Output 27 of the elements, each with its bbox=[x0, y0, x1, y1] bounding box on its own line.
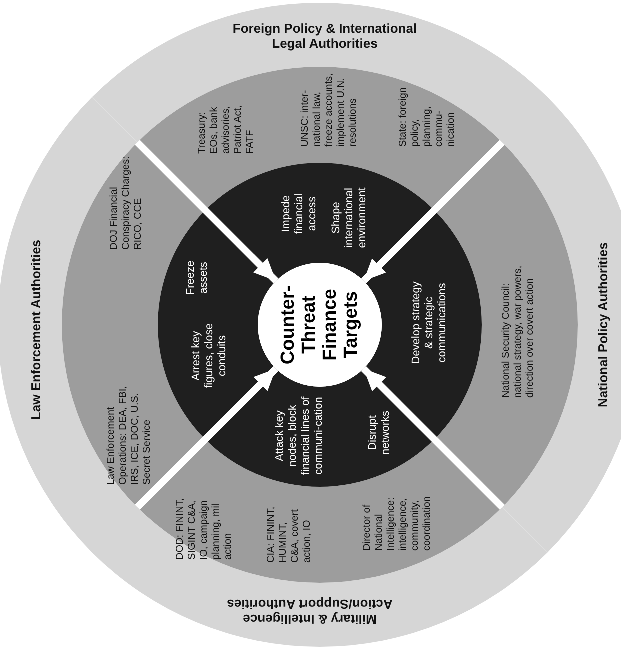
authority-text: Law Enforcement Operations: DEA, FBI, IRS, ICE, DOC, U.S. Secret Service bbox=[106, 385, 154, 485]
inner-ring-sector bbox=[158, 210, 276, 440]
action-text: Impede financial access bbox=[280, 192, 320, 236]
action-text: Attack key nodes, block financial lines of communi-cation bbox=[274, 396, 326, 477]
arrow bbox=[361, 366, 505, 510]
action-text: Develop strategy & strategic communications bbox=[410, 280, 450, 366]
arrow bbox=[135, 366, 279, 510]
authority-text: National Security Council: national strategy, war powers, direction over covert action bbox=[501, 264, 537, 398]
authority-text: DOJ Financial Conspiracy Charges: RICO, CCE bbox=[109, 156, 145, 250]
authority-text: DOD: FININT, SIGINT C&A, IO, campaign planning, mil action bbox=[175, 497, 235, 560]
authority-title: Military & Intelligence Action/Support Authorities bbox=[226, 597, 394, 627]
authority-text: Treasury: EOs, bank advisories, Patriot Act, FATF bbox=[197, 104, 257, 154]
authority-text: UNSC: inter-national law, freeze accounts, implement U.N. resolutions bbox=[300, 72, 360, 147]
authority-title: National Policy Authorities bbox=[596, 242, 610, 410]
action-text: Disrupt networks bbox=[367, 410, 393, 458]
authority-text: State: foreign policy, planning, commu-nication bbox=[398, 86, 458, 147]
arrow bbox=[361, 140, 505, 284]
authority-title: Law Enforcement Authorities bbox=[28, 238, 44, 422]
authority-title: Foreign Policy & International Legal Authorities bbox=[232, 21, 418, 51]
action-text: Freeze assets bbox=[185, 260, 211, 298]
authority-text: CIA: FININT, HUMINT, C&A, covert action, IO bbox=[266, 506, 314, 563]
authority-text: Director of National Intelligence: intelligence, community, coordination bbox=[362, 496, 434, 551]
center-label: Counter-Threat Finance Targets bbox=[278, 284, 362, 367]
arrow bbox=[135, 140, 279, 284]
outer-ring-sector bbox=[502, 97, 621, 553]
action-text: Shape international environment bbox=[330, 186, 370, 250]
action-text: Arrest key figures, close conduits bbox=[190, 322, 230, 390]
